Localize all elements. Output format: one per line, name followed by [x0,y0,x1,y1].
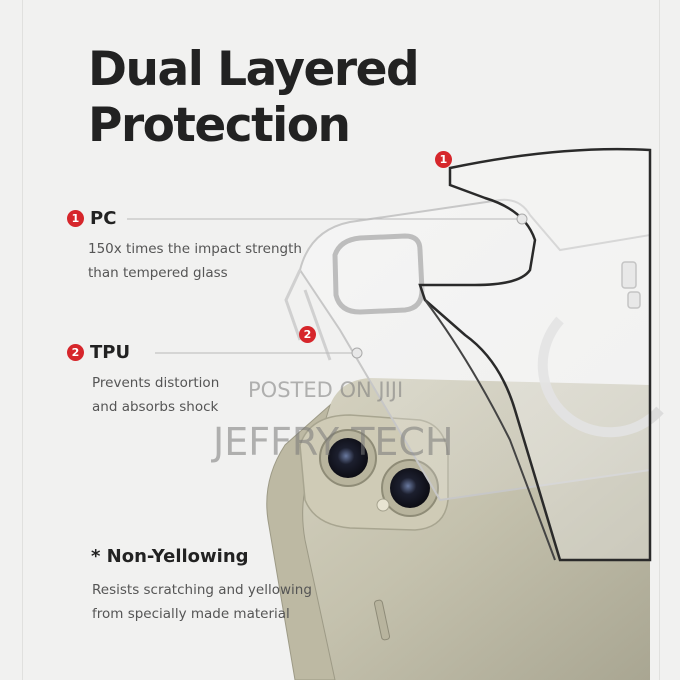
title-line-2: Protection [88,98,351,153]
title-line-1: Dual Layered [88,42,420,97]
feature-non-yellowing-description: Resists scratching and yellowing from sp… [92,578,352,626]
camera-lens-1 [328,438,368,478]
bumper-edge [284,269,332,361]
feature-pc-label: PC [90,208,117,229]
watermark-seller: JEFFRY TECH [213,420,454,464]
feature-non-yellowing-label: * Non-Yellowing [91,546,249,567]
tpu-callout-marker: 2 [299,326,316,343]
pc-shell-inner-edge [424,299,556,561]
bumper-button-2 [627,291,641,309]
feature-pc-number: 1 [67,210,84,227]
feature-non-yellowing-desc-line-1: Resists scratching and yellowing [92,582,312,598]
feature-non-yellowing-heading: * Non-Yellowing [91,546,249,567]
feature-pc-desc-line-1: 150x times the impact strength [88,241,302,257]
feature-tpu-number: 2 [67,344,84,361]
pc-leader-dot [516,213,528,225]
feature-tpu-description: Prevents distortion and absorbs shock [92,371,332,419]
feature-tpu-label: TPU [90,342,131,363]
camera-lens-2 [390,468,430,508]
image-frame [22,0,660,680]
feature-pc-description: 150x times the impact strength than temp… [88,237,328,285]
phone-side-button [373,599,391,641]
feature-tpu-desc-line-2: and absorbs shock [92,399,219,415]
camera-flash [376,498,390,512]
magsafe-ring [537,316,664,438]
tpu-leader-dot [351,347,363,359]
pc-shell [418,147,652,562]
feature-pc-heading: 1 PC [67,208,116,229]
bumper-camera-cutout [332,233,425,315]
feature-pc-desc-line-2: than tempered glass [88,265,228,281]
watermark-posted-on: POSTED ON JIJI [248,378,404,402]
feature-non-yellowing-desc-line-2: from specially made material [92,606,290,622]
pc-callout-marker: 1 [435,151,452,168]
feature-tpu-desc-line-1: Prevents distortion [92,375,220,391]
page-title: Dual Layered Protection [88,42,420,154]
bumper-button-1 [621,261,637,289]
feature-tpu-heading: 2 TPU [67,342,130,363]
